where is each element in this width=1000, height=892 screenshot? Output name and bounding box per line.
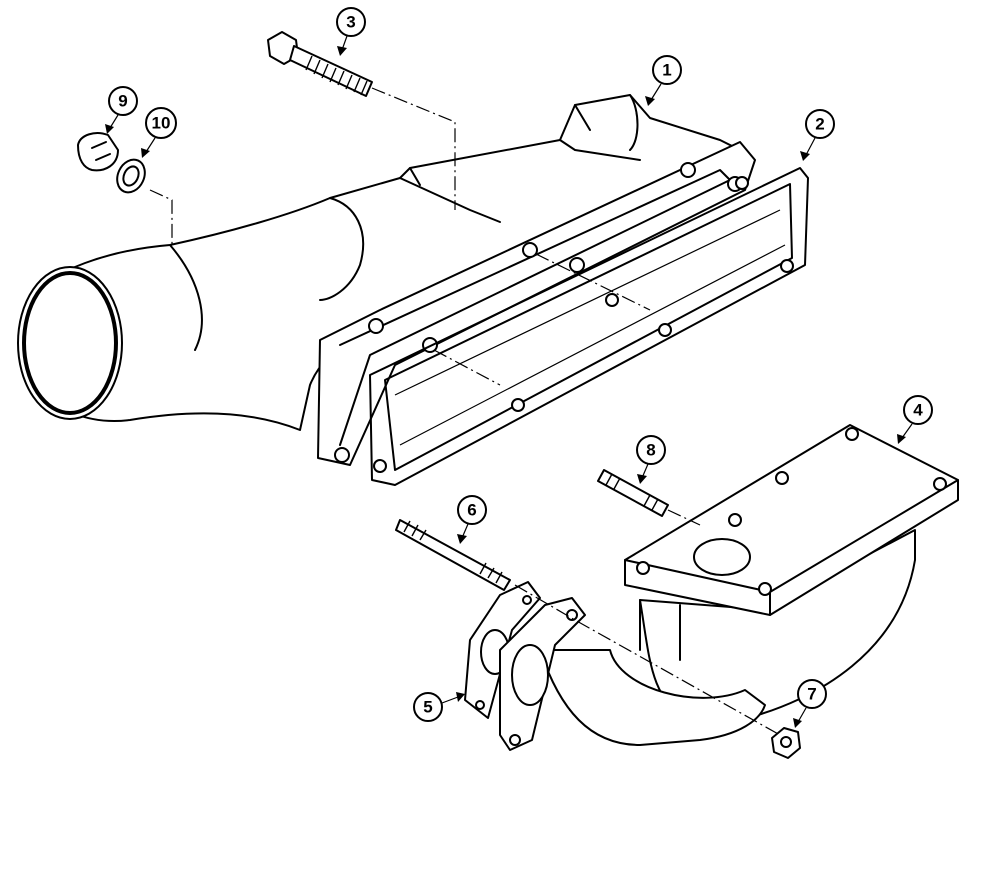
callout-10: 10	[141, 107, 177, 158]
callout-label: 6	[467, 501, 476, 520]
callout-label: 5	[423, 698, 432, 717]
manifold	[17, 94, 756, 466]
callout-label: 4	[913, 401, 923, 420]
nut	[771, 727, 801, 759]
bolt	[267, 31, 373, 97]
leader-lines	[149, 87, 781, 736]
callout-7: 7	[793, 679, 827, 728]
callout-1: 1	[645, 55, 682, 106]
washer	[116, 158, 146, 194]
callout-label: 7	[807, 685, 816, 704]
callout-label: 10	[152, 114, 171, 133]
callout-label: 8	[646, 441, 655, 460]
callout-5: 5	[413, 692, 465, 722]
callout-label: 3	[346, 13, 355, 32]
callout-4: 4	[897, 395, 933, 444]
callout-3: 3	[336, 7, 366, 56]
callout-8: 8	[636, 435, 666, 484]
gasket	[369, 167, 809, 486]
elbow-pipe	[499, 597, 766, 751]
callout-2: 2	[800, 109, 835, 161]
exhaust-elbow	[624, 424, 959, 721]
callout-label: 9	[118, 92, 127, 111]
plug	[77, 132, 119, 172]
callout-9: 9	[105, 86, 138, 134]
callout-6: 6	[457, 495, 487, 544]
callout-label: 2	[815, 115, 824, 134]
callout-label: 1	[662, 61, 671, 80]
stud-long	[395, 519, 511, 591]
stud-short	[597, 469, 669, 517]
